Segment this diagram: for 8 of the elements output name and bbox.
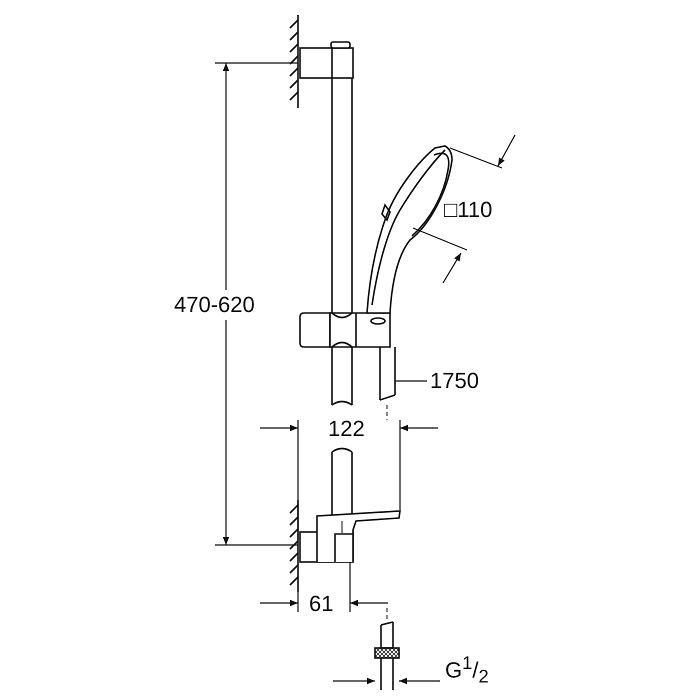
thread-size-label: G$^{1}$/$_{2}$ — [445, 654, 489, 686]
dimension-label: 61 — [309, 593, 334, 615]
dimension-label: 1750 — [430, 370, 479, 392]
dimension-label: □110 — [444, 199, 492, 221]
dimension-label: 470-620 — [174, 294, 255, 316]
leader-line — [395, 380, 427, 382]
dimension-label: 122 — [328, 418, 365, 440]
hose-drawing — [379, 346, 396, 401]
